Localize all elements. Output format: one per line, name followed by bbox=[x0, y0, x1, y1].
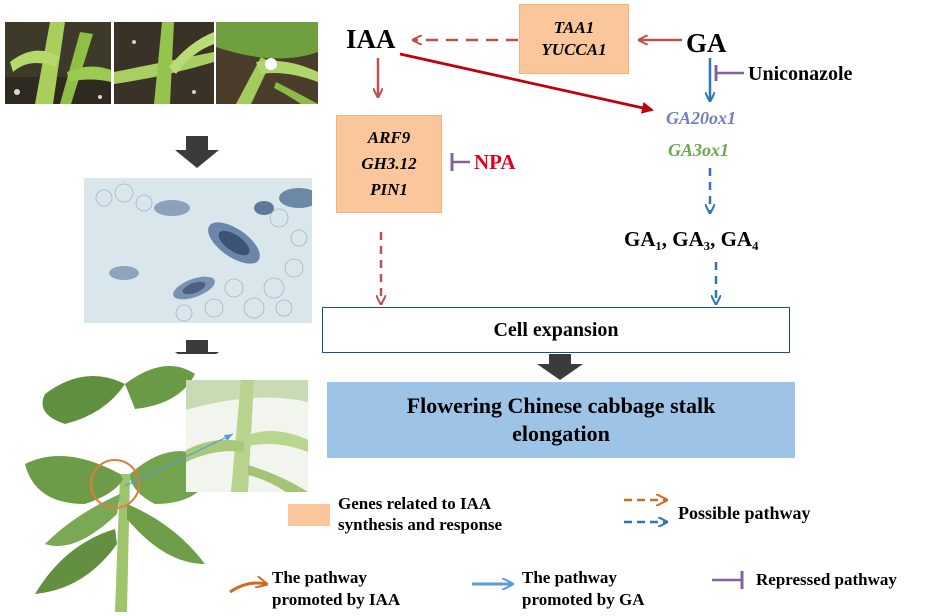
legend-genes-line2: synthesis and response bbox=[338, 515, 503, 534]
gene-pin1: PIN1 bbox=[370, 180, 408, 199]
gene-taa1: TAA1 bbox=[553, 18, 595, 37]
legend-gene-swatch bbox=[288, 504, 330, 526]
gene-box-synthesis: TAA1 YUCCA1 bbox=[519, 4, 629, 74]
photo-plant bbox=[5, 354, 225, 612]
down-arrow-icon bbox=[175, 136, 219, 168]
node-npa: NPA bbox=[474, 150, 516, 174]
node-ga-products: GA₁, GA₃, GA₄ bbox=[624, 227, 759, 251]
legend-possible: Possible pathway bbox=[678, 503, 811, 523]
legend-ga-line2: promoted by GA bbox=[522, 590, 645, 609]
photo-tissue-section bbox=[84, 178, 312, 323]
stalk-elongation-box: Flowering Chinese cabbage stalk elongati… bbox=[327, 382, 795, 458]
legend-iaa-line1: The pathway bbox=[272, 568, 367, 587]
node-uniconazole: Uniconazole bbox=[748, 63, 853, 85]
photo-stalk-1 bbox=[5, 22, 111, 104]
gene-ga3ox1: GA3ox1 bbox=[668, 140, 730, 160]
gene-yucca1: YUCCA1 bbox=[541, 40, 607, 59]
legend-repressed: Repressed pathway bbox=[756, 570, 897, 589]
gene-arf9: ARF9 bbox=[367, 128, 411, 147]
legend-ga-line1: The pathway bbox=[522, 568, 617, 587]
legend-iaa-line2: promoted by IAA bbox=[272, 590, 401, 609]
legend-genes-line1: Genes related to IAA bbox=[338, 494, 492, 513]
gene-gh3-12: GH3.12 bbox=[361, 154, 417, 173]
cell-expansion-label: Cell expansion bbox=[493, 318, 619, 341]
photo-stalk-2 bbox=[114, 22, 214, 104]
cell-expansion-box: Cell expansion bbox=[322, 307, 790, 353]
node-ga: GA bbox=[686, 28, 727, 58]
photo-plant-zoom bbox=[186, 380, 308, 492]
stalk-elongation-line1: Flowering Chinese cabbage stalk bbox=[406, 393, 716, 418]
photo-stalk-3 bbox=[216, 22, 318, 104]
gene-ga20ox1: GA20ox1 bbox=[666, 108, 737, 128]
zoom-pointer-line bbox=[125, 433, 234, 487]
stalk-elongation-line2: elongation bbox=[512, 421, 610, 446]
node-iaa: IAA bbox=[346, 24, 396, 54]
gene-box-response: ARF9 GH3.12 PIN1 bbox=[336, 115, 442, 213]
